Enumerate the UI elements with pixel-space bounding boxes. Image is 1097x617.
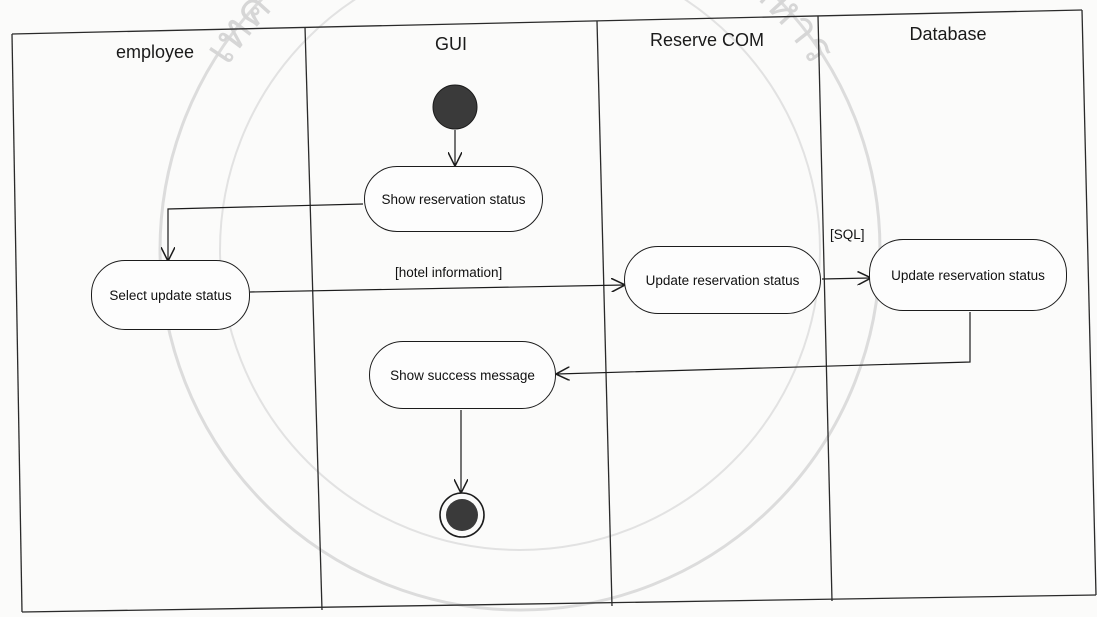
lane-title-employee: employee	[115, 42, 195, 62]
flow-db-to-success	[557, 312, 971, 374]
action-update-reservation-status-db: Update reservation status	[869, 239, 1067, 311]
frame-right	[1081, 9, 1097, 596]
action-update-reservation-status-com: Update reservation status	[624, 246, 821, 314]
lane-title-reserve-com: Reserve COM	[649, 30, 765, 50]
frame-top	[11, 9, 1083, 35]
guard-hotel-information: [hotel information]	[395, 265, 503, 280]
initial-node	[432, 84, 478, 130]
frame-bottom	[21, 594, 1097, 613]
lane-divider-2	[596, 20, 613, 607]
action-show-reservation-status: Show reservation status	[364, 166, 543, 232]
final-node	[439, 492, 485, 538]
lane-title-gui: GUI	[434, 34, 468, 54]
flow-show-status-to-select	[168, 203, 364, 260]
lane-divider-1	[304, 26, 323, 611]
flow-com-to-db	[821, 278, 870, 279]
flow-select-to-update-com	[249, 285, 624, 293]
action-select-update-status: Select update status	[91, 260, 250, 330]
swimlane-frame	[11, 9, 1097, 613]
guard-sql: [SQL]	[830, 227, 865, 242]
lane-divider-3	[817, 15, 833, 602]
action-show-success-message: Show success message	[369, 341, 556, 409]
frame-left	[11, 33, 23, 613]
lane-title-database: Database	[909, 24, 987, 44]
